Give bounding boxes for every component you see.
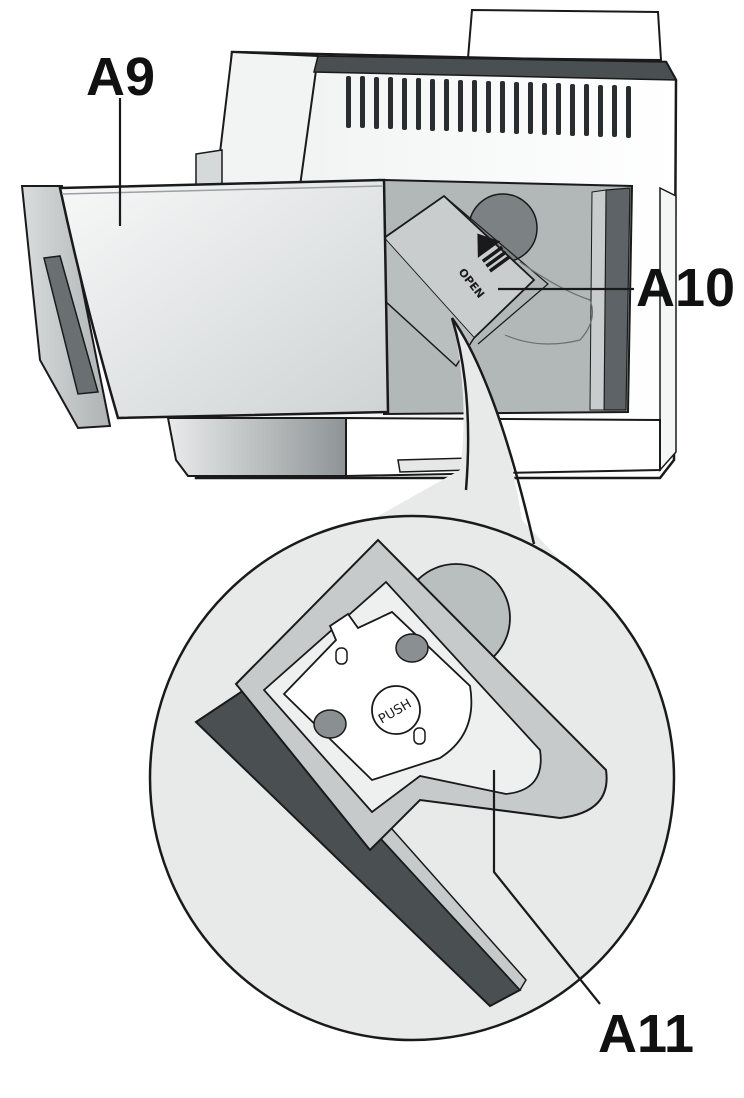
filter-cover: OPEN bbox=[382, 193, 593, 368]
base-block bbox=[166, 417, 347, 477]
lid-A9 bbox=[58, 178, 390, 420]
callout-leaders bbox=[118, 98, 634, 1005]
leader-a11 bbox=[492, 770, 601, 1005]
vent-slots bbox=[346, 76, 631, 138]
body-shoulder bbox=[214, 50, 320, 187]
open-arrow-icon bbox=[477, 233, 511, 273]
zoom-callout: PUSH bbox=[148, 317, 676, 1042]
label-a11: A11 bbox=[598, 1004, 694, 1064]
machine-illustration: OPEN bbox=[20, 8, 678, 480]
label-a9: A9 bbox=[86, 47, 155, 107]
zoom-detail: PUSH bbox=[194, 538, 608, 1008]
push-button-icon bbox=[371, 685, 421, 735]
label-a10: A10 bbox=[636, 258, 735, 318]
top-rim bbox=[313, 55, 678, 81]
top-rear-block bbox=[466, 8, 663, 62]
